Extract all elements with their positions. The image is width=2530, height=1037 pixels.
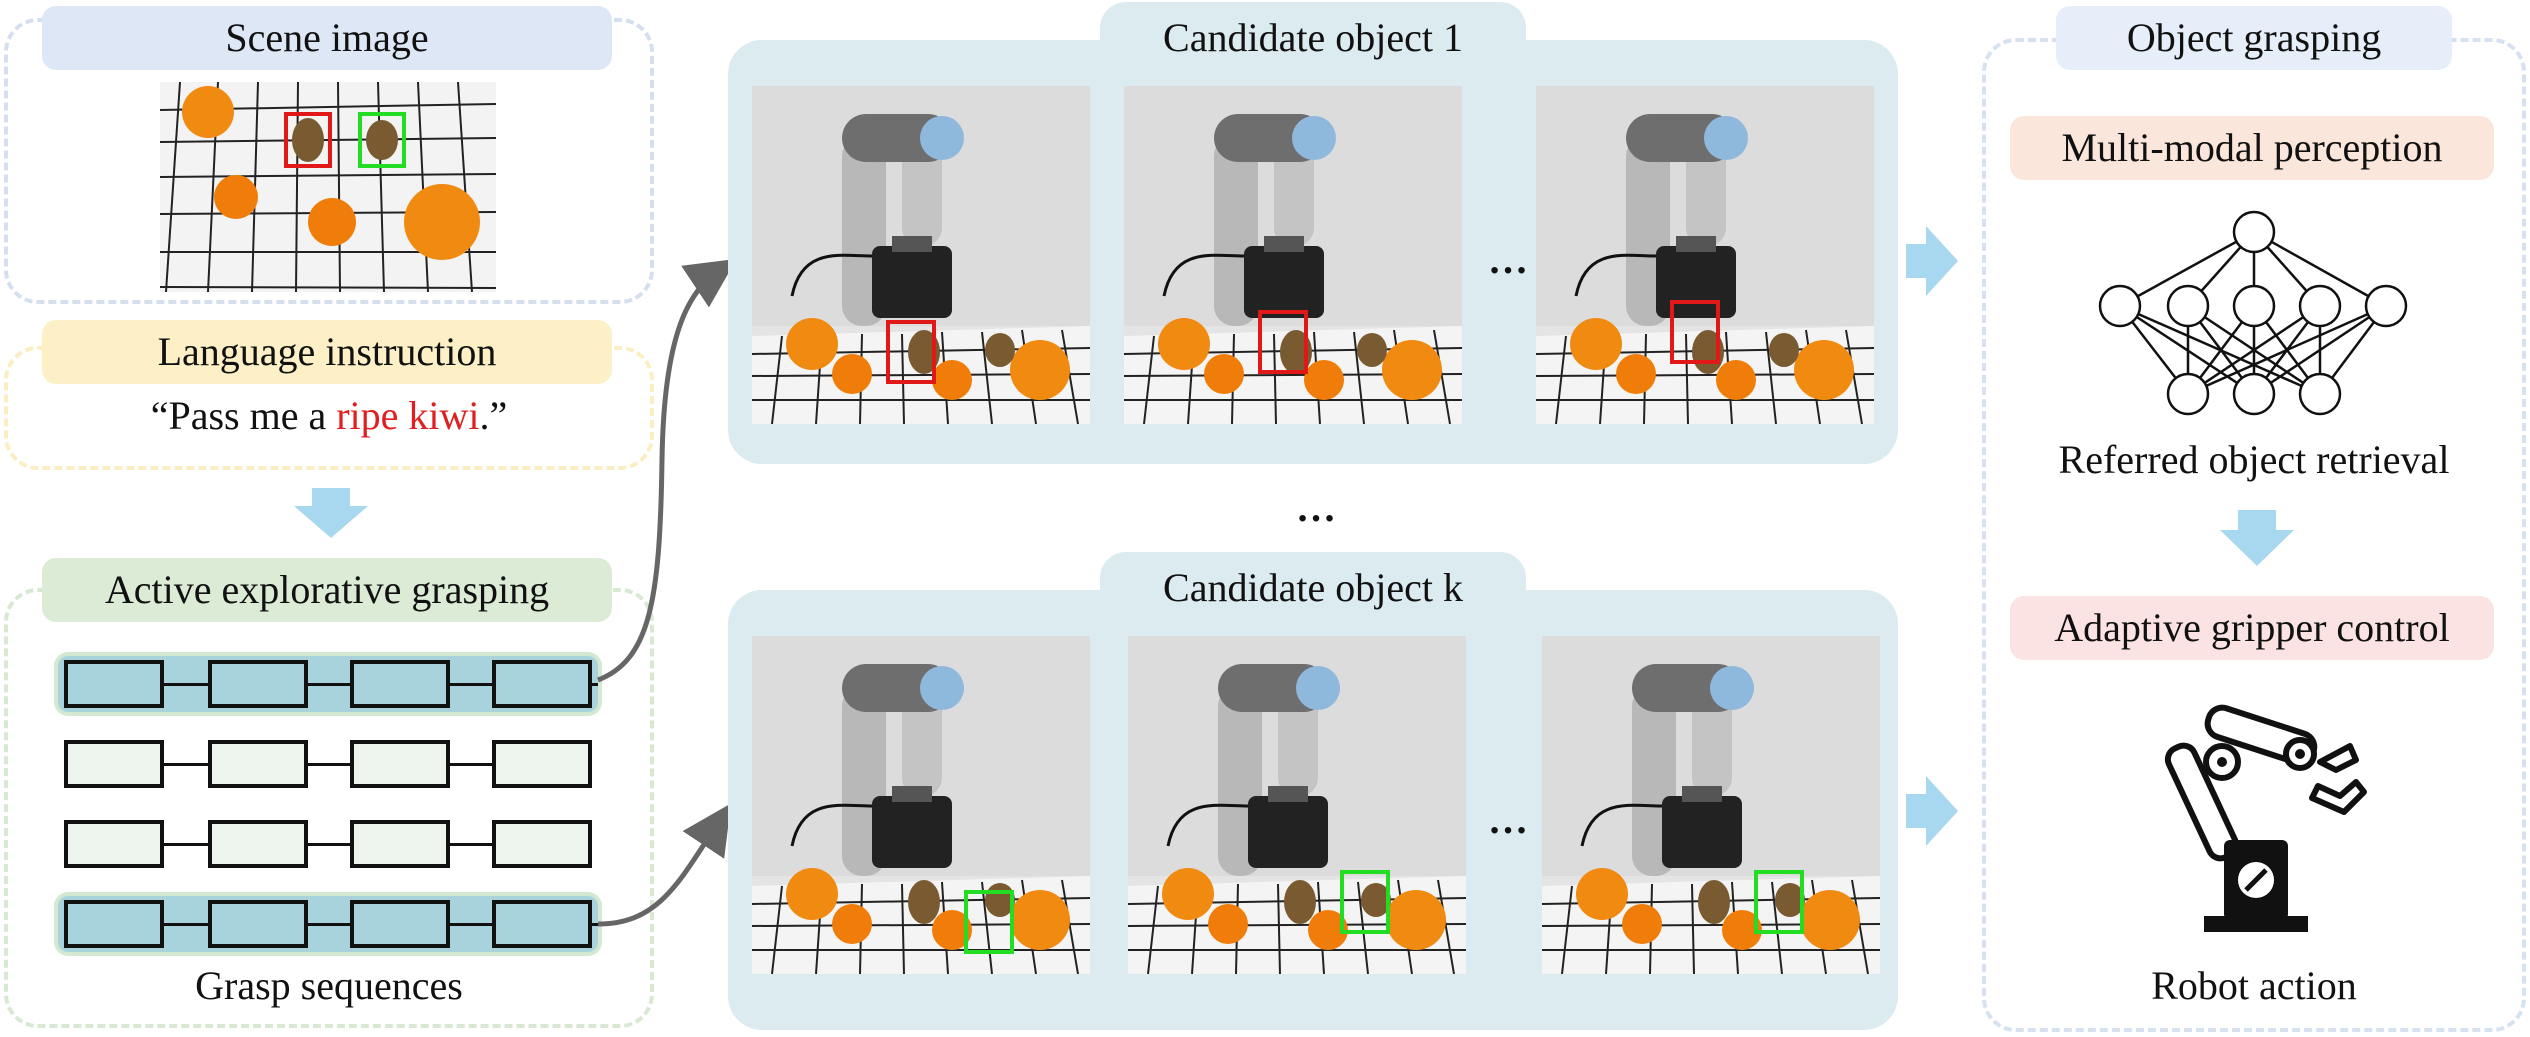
down-arrow-icon-right: [2220, 510, 2294, 571]
gripper-label: Adaptive gripper control: [2010, 596, 2494, 660]
action-label: Robot action: [2151, 963, 2357, 1008]
candidate-k-title: Candidate object k: [1100, 552, 1526, 624]
candidate-1-photo-1: [752, 86, 1090, 424]
neural-network-icon: [2098, 210, 2408, 416]
grasp-sequence-1: [58, 656, 598, 712]
candidate-1-photo-3: [1536, 86, 1874, 424]
perception-label: Multi-modal perception: [2010, 116, 2494, 180]
language-instruction: “Pass me a ripe kiwi.”: [4, 392, 654, 439]
object-grasping-title: Object grasping: [2056, 6, 2452, 70]
right-arrow-icon-2: [1906, 776, 1958, 851]
candidate-k-photo-3: [1542, 636, 1880, 974]
down-arrow-icon: [294, 488, 368, 543]
right-arrow-icon: [1906, 226, 1958, 301]
explore-title: Active explorative grasping: [42, 558, 612, 622]
connector-arrows: [597, 258, 737, 927]
sequences-label: Grasp sequences: [195, 963, 463, 1008]
candidate-k-photo-1: [752, 636, 1090, 974]
candidate-1-photo-2: [1124, 86, 1462, 424]
candidate-1-ellipsis: …: [1488, 237, 1530, 282]
instruction-highlight: ripe kiwi: [336, 393, 480, 438]
candidate-k-photo-2: [1128, 636, 1466, 974]
between-candidates-ellipsis: …: [1296, 485, 1338, 530]
scene-title: Scene image: [42, 6, 612, 70]
grasp-sequence-2: [58, 736, 598, 792]
candidate-1-title: Candidate object 1: [1100, 2, 1526, 74]
language-title: Language instruction: [42, 320, 612, 384]
instruction-prefix: “Pass me a: [150, 393, 337, 438]
robot-arm-icon: [2164, 704, 2367, 932]
candidate-k-ellipsis: …: [1488, 797, 1530, 842]
grasp-sequence-4: [58, 896, 598, 952]
grasp-sequence-3: [58, 816, 598, 872]
instruction-suffix: .”: [479, 393, 508, 438]
retrieval-label: Referred object retrieval: [2058, 437, 2450, 482]
scene-image: [159, 81, 497, 293]
